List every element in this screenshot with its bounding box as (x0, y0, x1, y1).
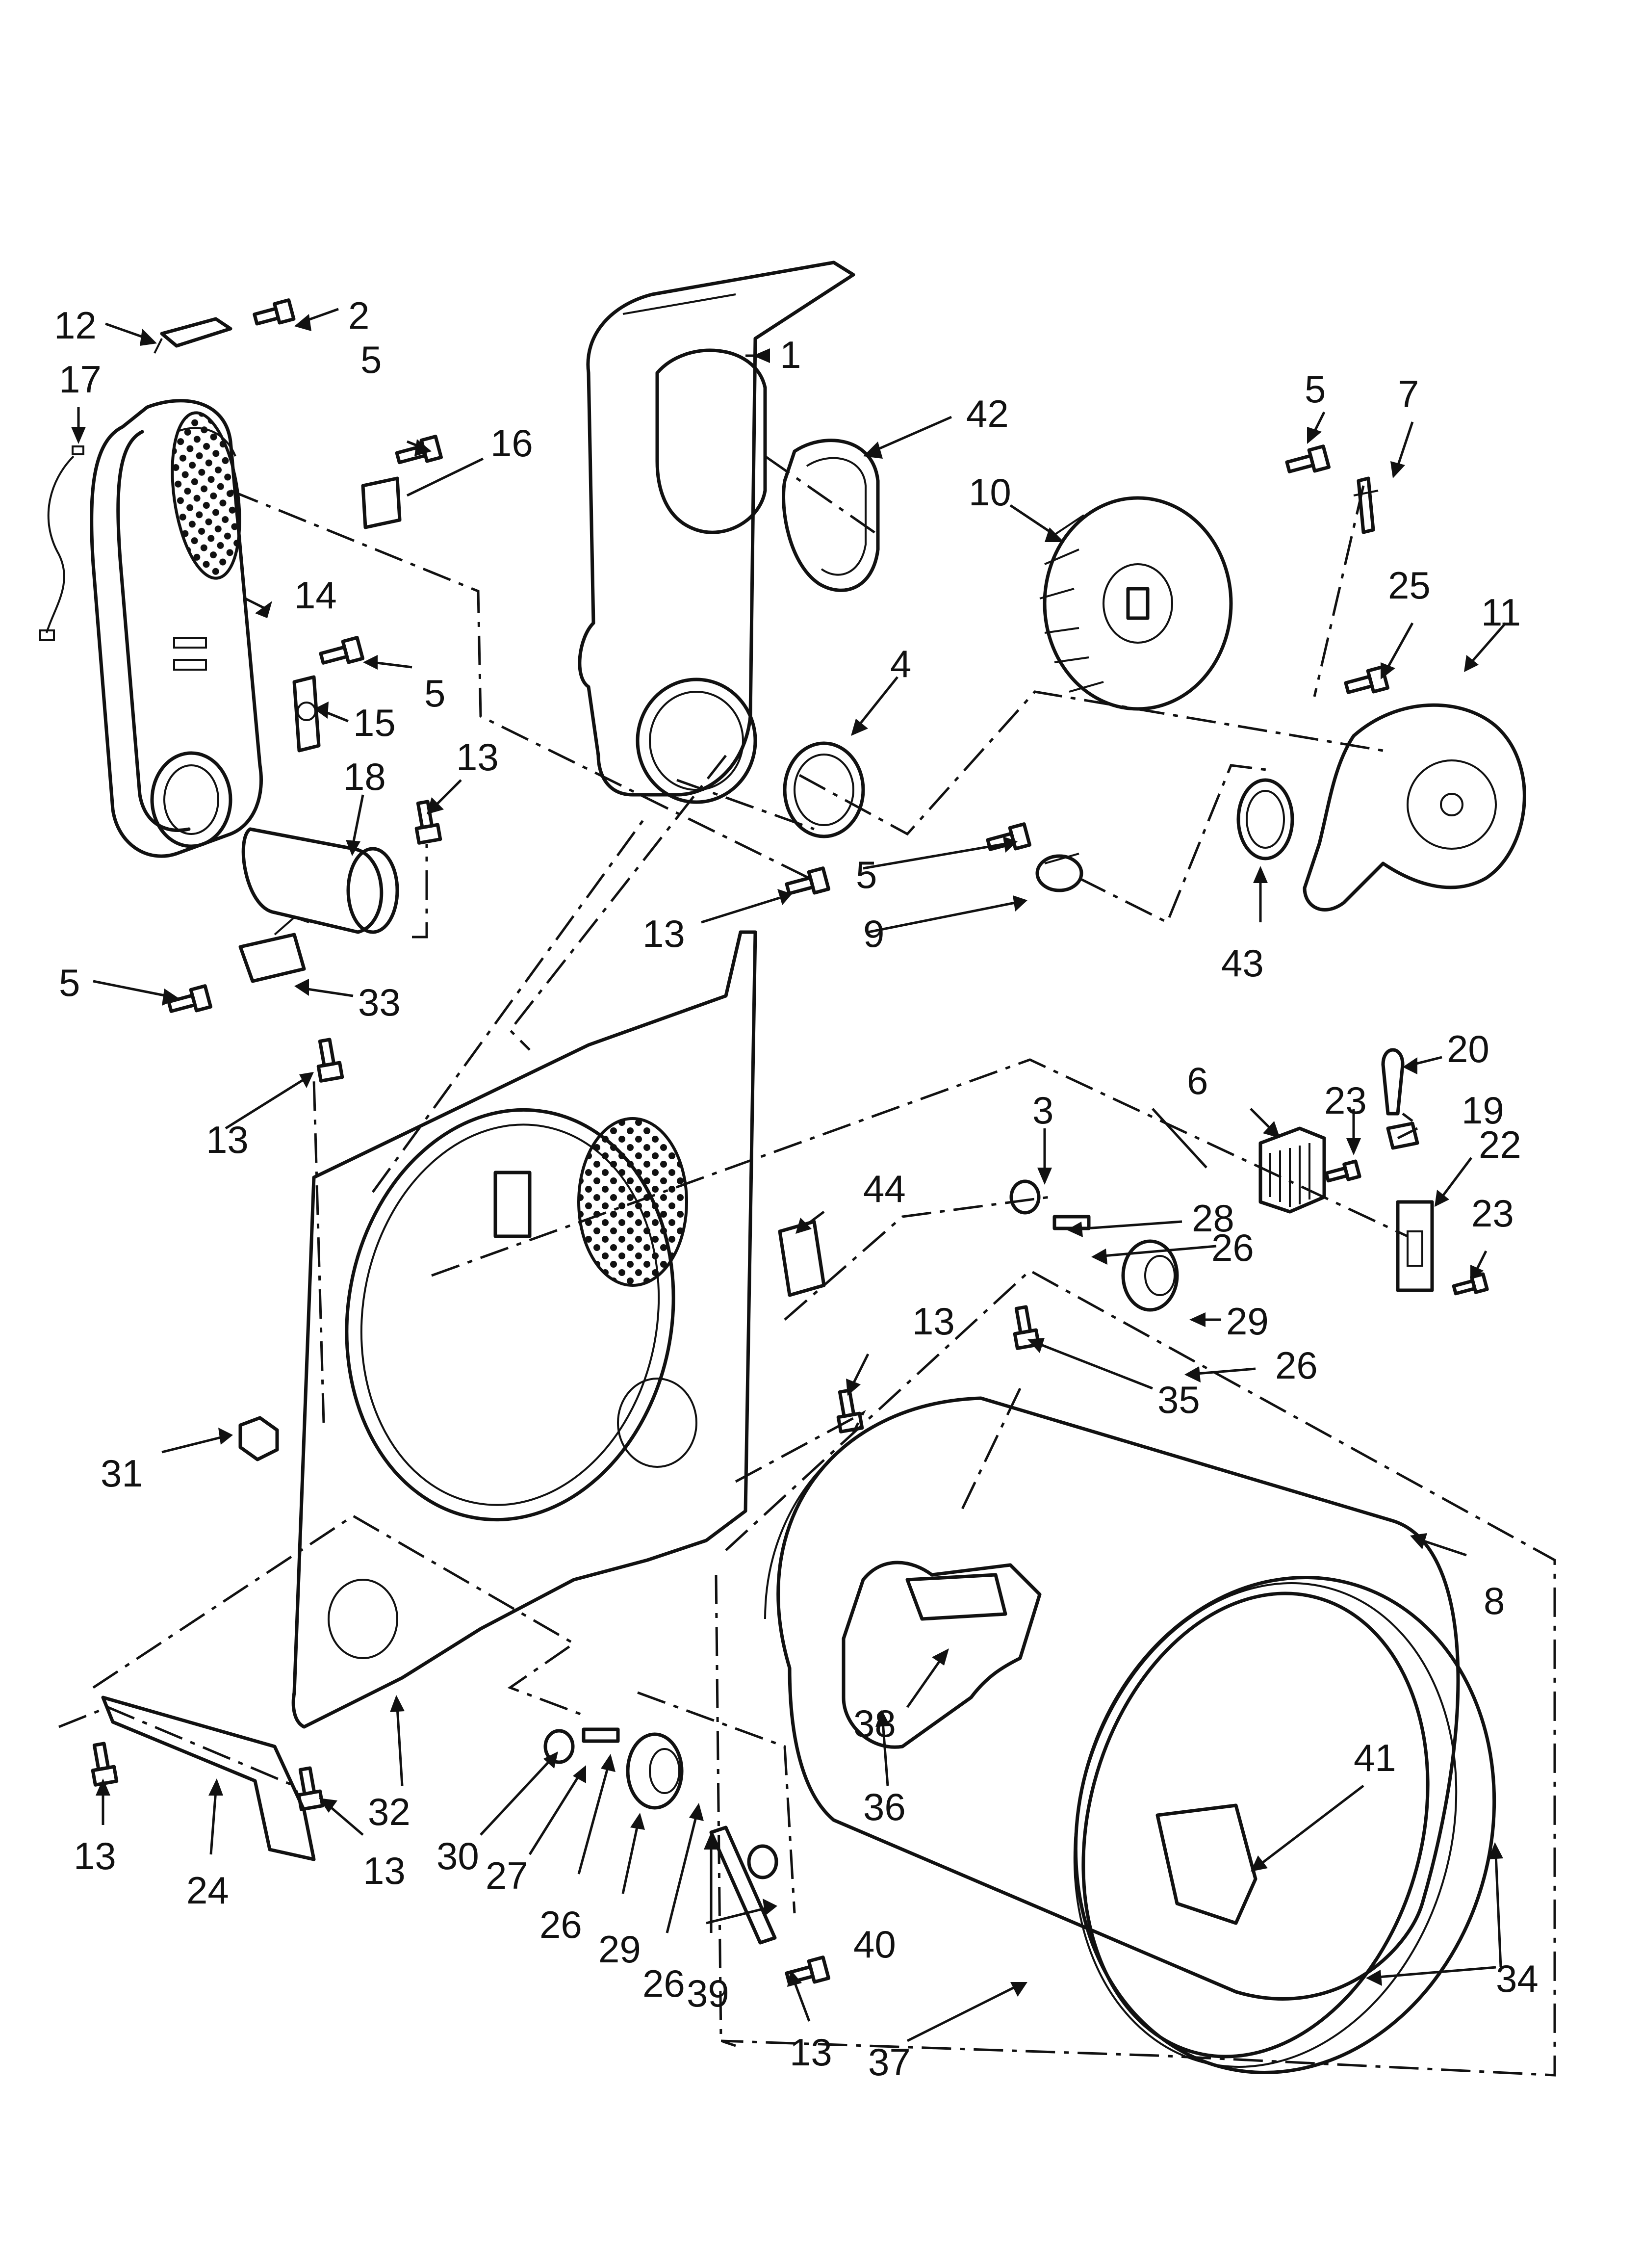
seal-42 (782, 439, 880, 592)
callout-14: 14 (294, 574, 337, 617)
callout-40: 40 (853, 1923, 896, 1966)
bracket-24 (101, 1695, 316, 1861)
callout-29a: 29 (1226, 1300, 1269, 1343)
nut-31 (238, 1416, 279, 1461)
callout-2: 2 (348, 294, 369, 337)
callout-41: 41 (1354, 1736, 1396, 1779)
callout-24: 24 (186, 1869, 229, 1912)
blower-housing (578, 261, 855, 804)
callout-3: 3 (1032, 1089, 1053, 1132)
callout-7: 7 (1398, 372, 1419, 416)
callout-16: 16 (490, 421, 533, 465)
bracket-16 (361, 476, 402, 529)
callout-15: 15 (353, 701, 396, 744)
callout-44: 44 (863, 1167, 906, 1210)
blower-cover (1303, 703, 1526, 912)
callout-13f: 13 (363, 1849, 406, 1892)
roller-hardware-left (543, 1727, 684, 1810)
callout-19: 19 (1462, 1089, 1504, 1132)
callout-17: 17 (59, 358, 102, 401)
callout-6: 6 (1187, 1059, 1208, 1102)
roller-hardware-right (1009, 1179, 1179, 1312)
callout-5a: 5 (360, 338, 382, 381)
callout-32: 32 (368, 1790, 410, 1833)
callout-43: 43 (1221, 941, 1264, 985)
callout-23a: 23 (1324, 1079, 1367, 1122)
callout-11: 11 (1481, 591, 1521, 634)
callout-37: 37 (868, 2040, 911, 2084)
lint-duct-outlet (241, 827, 399, 934)
harness-clip (154, 317, 232, 354)
callout-23b: 23 (1471, 1192, 1514, 1235)
callout-labels: 1 2 3 4 5 5 5 5 5 6 7 8 9 10 11 12 13 13… (54, 294, 1539, 2084)
callout-26d: 26 (642, 1962, 685, 2005)
callout-22: 22 (1479, 1123, 1521, 1166)
callout-leaders (71, 308, 1507, 2042)
callout-8: 8 (1484, 1579, 1505, 1622)
assembly-guide-lines (58, 455, 1556, 2077)
seal-43 (1236, 778, 1294, 860)
callout-30: 30 (436, 1834, 479, 1877)
callout-31: 31 (101, 1452, 143, 1495)
clip-7 (1353, 476, 1379, 534)
terminal-block-6 (1258, 1126, 1326, 1214)
callout-25: 25 (1388, 564, 1431, 607)
callout-33: 33 (358, 981, 401, 1024)
callout-35: 35 (1157, 1378, 1200, 1421)
callout-26b: 26 (1275, 1344, 1318, 1387)
thermostat-9 (1035, 853, 1083, 892)
callout-36: 36 (863, 1785, 906, 1828)
callout-13g: 13 (790, 2031, 832, 2074)
callout-12: 12 (54, 304, 97, 347)
callout-29b: 29 (598, 1928, 641, 1971)
blower-wheel (1039, 496, 1233, 711)
callout-10: 10 (969, 470, 1011, 514)
callout-42: 42 (966, 392, 1009, 435)
callout-28: 28 (1192, 1197, 1234, 1240)
callout-13b: 13 (642, 912, 685, 955)
plate-44 (778, 1220, 826, 1297)
callout-13d: 13 (912, 1300, 955, 1343)
callout-26c: 26 (539, 1903, 582, 1946)
screw-hardware (91, 298, 1489, 1984)
callout-26a: 26 (1211, 1226, 1254, 1269)
callout-4: 4 (890, 642, 911, 685)
callout-5b: 5 (1305, 367, 1326, 411)
callout-20: 20 (1447, 1027, 1489, 1070)
callout-38: 38 (853, 1702, 896, 1745)
callout-34: 34 (1496, 1957, 1539, 2000)
drum (764, 1396, 1496, 2074)
thermostat-15 (292, 675, 321, 753)
seal-4 (783, 741, 865, 838)
callout-39: 39 (687, 1972, 729, 2015)
front-duct-cover (90, 399, 263, 858)
callout-13a: 13 (456, 735, 499, 779)
callout-5c: 5 (424, 672, 445, 715)
idler-arm (709, 1825, 778, 1945)
callout-18: 18 (343, 755, 386, 798)
callout-27: 27 (486, 1854, 528, 1897)
callout-5e: 5 (59, 961, 80, 1004)
rear-bulkhead (291, 930, 757, 1729)
callout-1: 1 (780, 333, 801, 376)
callout-13c: 13 (206, 1118, 249, 1161)
parts-19-20-22 (1381, 1048, 1434, 1292)
callout-13e: 13 (74, 1834, 116, 1877)
callout-5d: 5 (856, 853, 877, 896)
callout-9: 9 (863, 912, 884, 955)
sensor-bracket (238, 916, 309, 983)
thermistor-wire (39, 445, 84, 641)
